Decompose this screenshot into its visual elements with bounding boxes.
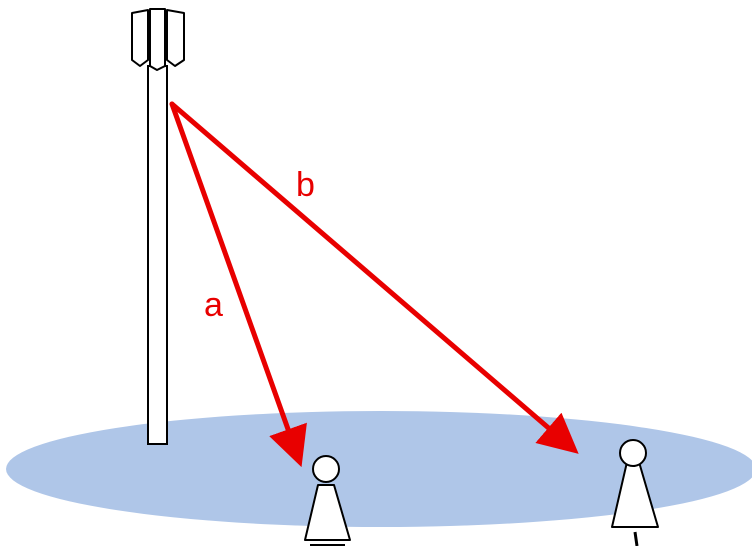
user-near-head bbox=[312, 455, 340, 483]
tower-pole bbox=[147, 65, 168, 445]
arrow-b bbox=[169, 101, 579, 454]
arrow-a bbox=[169, 101, 307, 468]
antenna-panel-left bbox=[131, 9, 149, 67]
user-far bbox=[611, 439, 659, 528]
antenna-panel-center bbox=[149, 8, 166, 71]
user-far-head bbox=[619, 439, 647, 467]
label-b: b bbox=[296, 166, 315, 204]
label-a: a bbox=[204, 286, 223, 324]
edge-mark-right bbox=[633, 531, 639, 546]
user-near bbox=[304, 455, 351, 541]
antenna-panel-right bbox=[166, 9, 185, 67]
user-near-body bbox=[304, 484, 351, 541]
cell-tower bbox=[131, 8, 185, 445]
